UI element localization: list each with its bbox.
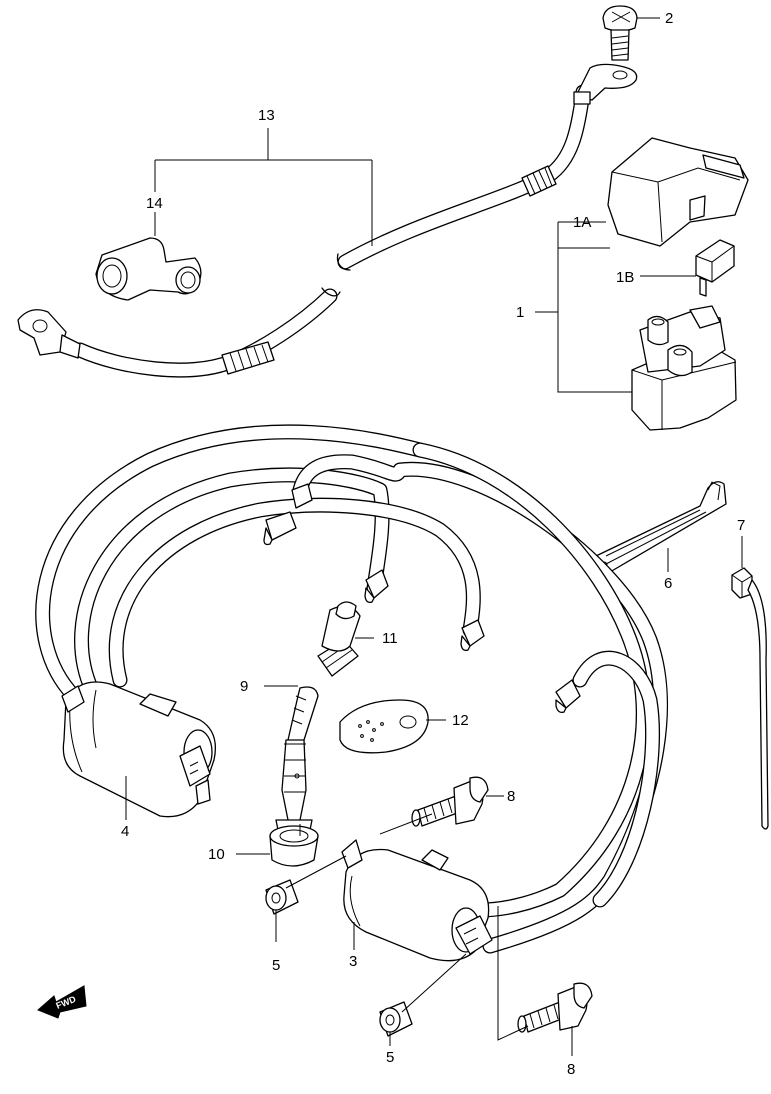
label-13: 13 bbox=[258, 107, 275, 124]
label-12: 12 bbox=[452, 712, 469, 729]
cable-tie bbox=[731, 567, 769, 830]
label-1a: 1A bbox=[573, 214, 591, 231]
part-labels: 1 1A 1B 2 3 4 5 5 6 7 8 8 9 10 11 12 13 … bbox=[121, 10, 745, 1078]
label-14: 14 bbox=[146, 195, 163, 212]
label-5-lower: 5 bbox=[386, 1049, 394, 1066]
label-7: 7 bbox=[737, 517, 745, 534]
ignition-coil-right bbox=[341, 839, 493, 962]
starter-relay bbox=[631, 305, 737, 431]
label-10: 10 bbox=[208, 846, 225, 863]
label-5-upper: 5 bbox=[272, 957, 280, 974]
label-9: 9 bbox=[240, 678, 248, 695]
label-3: 3 bbox=[349, 953, 357, 970]
label-4: 4 bbox=[121, 823, 129, 840]
starter-relay-cover bbox=[607, 137, 749, 247]
label-1: 1 bbox=[516, 304, 524, 321]
label-6: 6 bbox=[664, 575, 672, 592]
label-8-upper: 8 bbox=[507, 788, 515, 805]
label-11: 11 bbox=[382, 630, 398, 647]
starter-cable bbox=[17, 63, 638, 378]
plug-cap-ring bbox=[269, 825, 319, 867]
label-2: 2 bbox=[665, 10, 673, 27]
grommet bbox=[339, 699, 429, 754]
high-tension-leads bbox=[35, 424, 668, 954]
bolt-lower bbox=[517, 982, 593, 1033]
ignition-coil-left bbox=[61, 681, 217, 818]
fwd-arrow-icon: FWD bbox=[37, 985, 87, 1019]
screw bbox=[602, 5, 638, 61]
bracket bbox=[595, 481, 727, 573]
main-fuse bbox=[695, 239, 735, 297]
spark-plug-cap bbox=[275, 686, 319, 835]
label-1b: 1B bbox=[616, 269, 634, 286]
label-8-lower: 8 bbox=[567, 1061, 575, 1078]
spacer-upper bbox=[265, 879, 299, 915]
bolt-upper bbox=[411, 776, 489, 827]
lead-cap bbox=[317, 601, 361, 677]
terminal-boot bbox=[95, 237, 202, 301]
leader-lines bbox=[125, 17, 743, 1056]
